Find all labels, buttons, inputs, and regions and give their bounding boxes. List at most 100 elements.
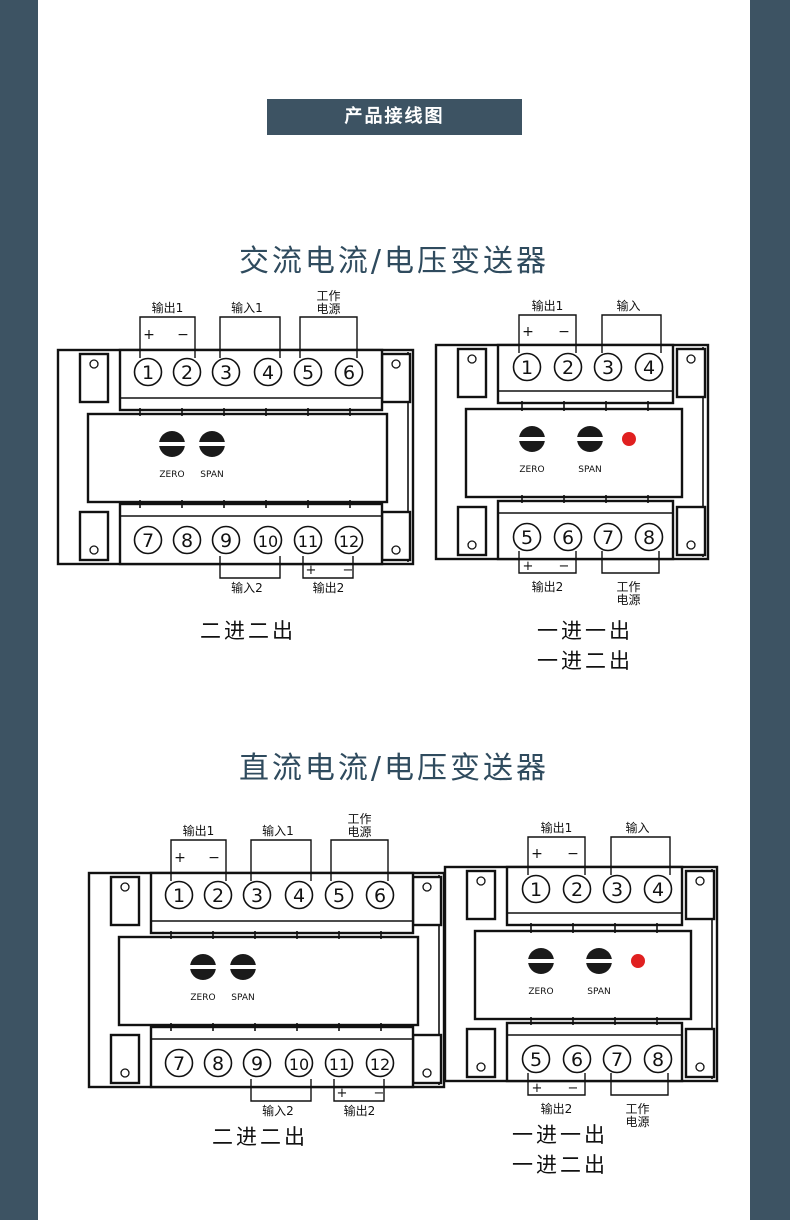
terminal-circle (521, 874, 551, 904)
output1-label: 输出1 (183, 823, 215, 838)
terminal-number: 10 (289, 1055, 309, 1074)
terminal-number: 8 (643, 527, 655, 549)
terminal-number: 10 (258, 532, 278, 551)
screw-hole-icon (476, 876, 486, 886)
knob-label: SPAN (200, 470, 223, 480)
knob-label: ZERO (528, 987, 553, 997)
terminal-circle (562, 1044, 592, 1074)
power-label: 工作 (625, 1102, 649, 1116)
terminal-circle (324, 880, 354, 910)
terminal-number: 3 (220, 362, 232, 384)
power-bracket (610, 1073, 669, 1096)
caption-line: 二进二出 (200, 619, 296, 643)
center-panel (464, 407, 684, 499)
caption-line: 一进二出 (537, 649, 633, 673)
output1-label: 输出1 (532, 298, 564, 313)
input2-label: 输入2 (262, 1103, 294, 1118)
terminal-number: 1 (521, 357, 533, 379)
input2-bracket (250, 1079, 312, 1102)
knob-label: ZERO (159, 470, 184, 480)
output2-bracket (527, 1073, 586, 1096)
terminal-circle (512, 522, 542, 552)
screw-hole-icon (695, 876, 705, 886)
terminal-circle (172, 525, 202, 555)
terminal-number: 2 (212, 885, 224, 907)
center-panel (86, 412, 389, 504)
terminal-number: 11 (298, 532, 318, 551)
terminal-number: 3 (251, 885, 263, 907)
output2-bracket (333, 1079, 385, 1102)
terminal-number: 7 (602, 527, 614, 549)
knob-slot (230, 965, 256, 969)
terminal-circle (293, 357, 323, 387)
terminal-number: 2 (571, 879, 583, 901)
polarity-minus: − (567, 846, 579, 862)
screw-hole-icon (686, 540, 696, 550)
dc-section-title: 直流电流/电压变送器 (238, 751, 550, 786)
caption-line: 一进一出 (537, 619, 633, 643)
screw-hole-icon (89, 359, 99, 369)
indicator-led-icon (622, 432, 636, 446)
output1-bracket (139, 316, 196, 358)
polarity-plus: + (522, 324, 534, 340)
screw-hole-icon (120, 1068, 130, 1078)
knob-slot (577, 437, 603, 441)
terminal-number: 6 (343, 362, 355, 384)
screw-hole-icon (476, 1062, 486, 1072)
terminal-circle (553, 522, 583, 552)
ac-right-caption: 一进一出 一进二出 (520, 616, 650, 676)
terminal-number: 8 (652, 1049, 664, 1071)
terminal-circle (242, 880, 272, 910)
terminal-number: 9 (251, 1053, 263, 1075)
power-bracket (330, 839, 389, 881)
output2-bracket (302, 556, 354, 579)
terminal-circle (562, 874, 592, 904)
bottom-terminal-block (118, 502, 384, 566)
output2-label: 输出2 (344, 1103, 376, 1118)
screw-hole-icon (467, 354, 477, 364)
terminal-circle (602, 874, 632, 904)
screw-hole-icon (422, 1068, 432, 1078)
terminal-circle (643, 1044, 673, 1074)
terminal-circle (253, 357, 283, 387)
terminal-number: 5 (530, 1049, 542, 1071)
terminal-number: 1 (530, 879, 542, 901)
terminal-number: 8 (212, 1053, 224, 1075)
mounting-ear (684, 1027, 716, 1079)
output2-label: 输出2 (313, 580, 345, 595)
ac-section-title: 交流电流/电压变送器 (238, 244, 550, 279)
power-bracket (601, 551, 660, 574)
input-bracket (601, 314, 662, 353)
screw-hole-icon (467, 540, 477, 550)
dc-right-caption: 一进一出 一进二出 (495, 1120, 625, 1180)
terminal-circle (133, 525, 163, 555)
terminal-number: 9 (220, 530, 232, 552)
screw-hole-icon (422, 882, 432, 892)
terminal-circle (164, 880, 194, 910)
terminal-number: 6 (374, 885, 386, 907)
output1-bracket (170, 839, 227, 881)
indicator-led-icon (631, 954, 645, 968)
terminal-circle (164, 1048, 194, 1078)
terminal-circle (172, 357, 202, 387)
polarity-minus: − (343, 563, 354, 578)
polarity-plus: + (531, 846, 543, 862)
terminal-number: 12 (370, 1055, 390, 1074)
input2-label: 输入2 (231, 580, 263, 595)
terminal-number: 4 (652, 879, 664, 901)
terminal-number: 4 (262, 362, 274, 384)
output1-bracket (527, 836, 586, 875)
terminal-number: 11 (329, 1055, 349, 1074)
terminal-number: 7 (611, 1049, 623, 1071)
terminal-number: 3 (602, 357, 614, 379)
power-label: 电源 (625, 1115, 649, 1129)
center-panel (117, 935, 420, 1027)
polarity-minus: − (559, 559, 570, 574)
polarity-minus: − (208, 850, 220, 866)
input1-label: 输入1 (231, 300, 263, 315)
terminal-number: 2 (562, 357, 574, 379)
terminal-number: 6 (571, 1049, 583, 1071)
output1-bracket (518, 314, 577, 353)
terminal-number: 4 (643, 357, 655, 379)
